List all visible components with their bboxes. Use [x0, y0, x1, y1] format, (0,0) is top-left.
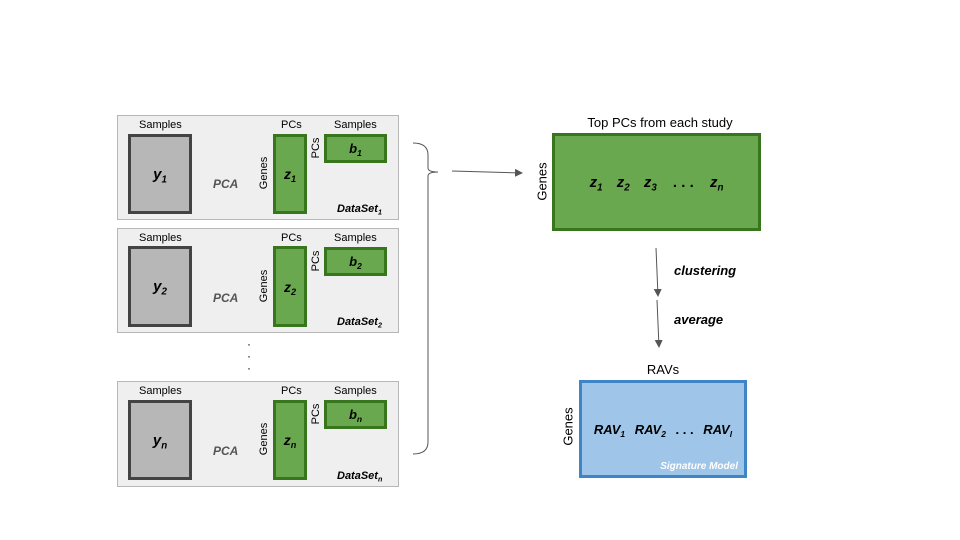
yn-subscript: n — [161, 439, 168, 451]
rav-items-row: RAV1 RAV2 . . . RAVl — [582, 383, 744, 475]
b1-symbol: b — [349, 141, 358, 156]
dataset-name-text: DataSet — [337, 470, 378, 482]
b2-subscript: 2 — [357, 260, 362, 271]
top-pc-item: z1 — [589, 173, 603, 193]
pcs-label: PCs — [281, 119, 302, 131]
grouping-brace — [412, 142, 439, 455]
dataset-name-text: DataSet — [337, 203, 378, 215]
matrix-b2: b2 — [324, 247, 387, 276]
clustering-arrow — [653, 247, 662, 297]
dataset-name-subscript: 1 — [377, 208, 382, 217]
top-pc-subscript: 3 — [651, 181, 657, 193]
pcs-label: PCs — [310, 250, 322, 272]
pcs-label: PCs — [310, 137, 322, 159]
top-pcs-genes-label: Genes — [534, 162, 550, 201]
average-arrow — [654, 299, 663, 348]
rav-symbol: RAV — [593, 421, 621, 437]
top-pc-item: z3 — [643, 173, 657, 193]
matrix-y1: y1 — [128, 134, 192, 214]
genes-label: Genes — [258, 156, 270, 190]
dataset-name-2: DataSet2 — [337, 316, 382, 330]
top-pc-ellipsis: . . . — [672, 173, 694, 191]
signature-model-label: Signature Model — [660, 461, 738, 472]
signature-model-matrix: RAV1 RAV2 . . . RAVl Signature Model — [579, 380, 747, 478]
to-top-pcs-arrow — [451, 168, 523, 177]
rav-subscript: l — [729, 428, 733, 439]
z1-symbol: z — [283, 166, 291, 182]
dataset-name-n: DataSetn — [337, 470, 383, 484]
dataset-name-subscript: n — [377, 475, 383, 484]
rav-symbol: RAV — [703, 421, 730, 437]
top-pc-symbol: z — [643, 173, 652, 191]
top-pc-item: z2 — [616, 173, 630, 193]
top-pc-subscript: 2 — [624, 181, 630, 193]
samples-label: Samples — [139, 385, 182, 397]
rav-subscript: 2 — [661, 428, 666, 439]
ravs-genes-label: Genes — [560, 407, 576, 446]
top-pc-subscript: 1 — [597, 181, 603, 193]
samples-label: Samples — [139, 232, 182, 244]
ellipsis-dot: · — [247, 337, 251, 351]
z2-subscript: 2 — [290, 286, 297, 297]
samples-label: Samples — [334, 232, 377, 244]
top-pc-symbol: z — [589, 173, 598, 191]
average-step-label: average — [674, 312, 724, 327]
matrix-yn: yn — [128, 400, 192, 480]
bn-subscript: n — [356, 413, 363, 424]
top-pcs-matrix: z1 z2 z3 . . . zn — [552, 133, 761, 231]
ellipsis-dot: · — [247, 361, 251, 375]
matrix-z2: z2 — [273, 246, 307, 327]
rav-item: RAVl — [703, 421, 733, 439]
clustering-step-label: clustering — [674, 263, 737, 278]
dataset-name-1: DataSet1 — [337, 203, 382, 217]
top-pcs-title: Top PCs from each study — [587, 115, 733, 130]
y2-subscript: 2 — [161, 286, 167, 298]
matrix-b1: b1 — [324, 134, 387, 163]
pcs-label: PCs — [281, 232, 302, 244]
ellipsis-dot: · — [247, 349, 251, 363]
yn-symbol: y — [152, 431, 162, 449]
samples-label: Samples — [139, 119, 182, 131]
rav-symbol: RAV — [634, 421, 662, 437]
pcs-label: PCs — [281, 385, 302, 397]
ravs-title: RAVs — [646, 362, 680, 377]
matrix-bn: bn — [324, 400, 387, 429]
y2-symbol: y — [153, 278, 162, 295]
pca-label-2: PCA — [213, 291, 239, 305]
top-pc-symbol: z — [616, 173, 625, 191]
y1-subscript: 1 — [161, 173, 167, 185]
b1-subscript: 1 — [357, 147, 362, 158]
rav-subscript: 1 — [620, 428, 626, 439]
rav-item: RAV2 — [634, 421, 666, 439]
z2-symbol: z — [283, 278, 291, 295]
pca-label-1: PCA — [213, 177, 239, 191]
matrix-z1: z1 — [273, 134, 307, 214]
genes-label: Genes — [258, 422, 270, 456]
top-pc-subscript: n — [717, 181, 724, 193]
vertical-ellipsis: · · · — [244, 338, 254, 374]
matrix-y2: y2 — [128, 246, 192, 327]
dataset-name-text: DataSet — [337, 316, 378, 328]
bn-symbol: b — [348, 407, 357, 422]
zn-symbol: z — [283, 432, 291, 448]
z1-subscript: 1 — [290, 174, 297, 185]
samples-label: Samples — [334, 119, 377, 131]
matrix-zn: zn — [273, 400, 307, 480]
pcs-label: PCs — [310, 403, 322, 425]
rav-ellipsis: . . . — [675, 421, 694, 437]
rav-item: RAV1 — [593, 421, 626, 439]
zn-subscript: n — [290, 440, 297, 451]
y1-symbol: y — [153, 165, 162, 183]
pca-label-n: PCA — [213, 444, 239, 458]
top-pc-item: zn — [709, 173, 724, 193]
dataset-name-subscript: 2 — [377, 321, 382, 330]
top-pc-symbol: z — [709, 173, 718, 191]
genes-label: Genes — [258, 269, 270, 303]
b2-symbol: b — [349, 254, 358, 269]
samples-label: Samples — [334, 385, 377, 397]
